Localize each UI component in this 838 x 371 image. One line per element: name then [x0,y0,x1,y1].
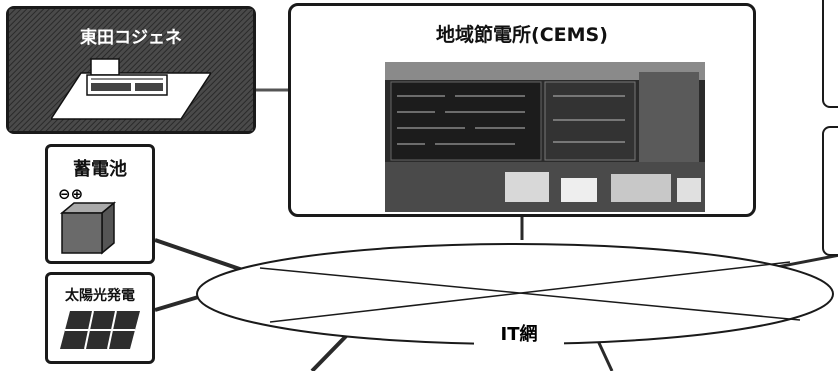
solar-panel-icon [60,311,140,350]
battery-icon [59,201,117,255]
cogeneration-label: 東田コジェネ [80,28,182,48]
it-network-label: IT網 [474,320,564,346]
ellipse-cross-line-1 [259,267,801,321]
cogeneration-node[interactable]: 東田コジェネ [6,6,256,134]
solar-label: 太陽光発電 [65,288,135,304]
solar-network-line [154,293,206,312]
solar-node[interactable]: 太陽光発電 [45,272,155,364]
battery-terminals: ⊖⊕ [58,185,84,203]
cems-label: 地域節電所(CEMS) [436,24,608,46]
control-room-photo [385,62,705,212]
right-node-bottom [822,126,838,256]
ellipse-cross-line-2 [269,261,791,323]
right-node-top [822,0,838,108]
cogeneration-plant-icon [51,58,211,120]
battery-label: 蓄電池 [73,159,127,180]
battery-node[interactable]: 蓄電池 ⊖⊕ [45,144,155,264]
cems-node[interactable]: 地域節電所(CEMS) [288,3,756,217]
